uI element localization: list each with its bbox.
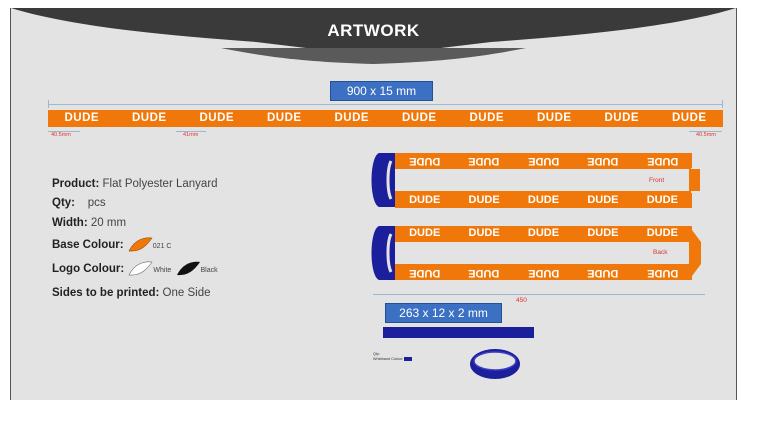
length-line (373, 294, 705, 295)
margin-note-right: 40.5mm (696, 132, 716, 138)
logo-print: DUDE (468, 155, 500, 167)
logo-print: DUDE (469, 112, 505, 124)
navy-swatch-icon (404, 357, 413, 361)
logo-print: DUDE (646, 267, 678, 279)
header-banner (11, 8, 736, 64)
margin-line-left (48, 131, 80, 132)
lanyard-strip: DUDE DUDE DUDE DUDE DUDE DUDE DUDE DUDE … (48, 110, 723, 127)
lanyard-dimension-callout: 900 x 15 mm (330, 81, 433, 101)
length-label: 450 (516, 297, 527, 304)
back-bottom-band: DUDE DUDE DUDE DUDE DUDE (395, 265, 692, 280)
logo-print: DUDE (536, 112, 572, 124)
spec-width: Width: 20 mm (52, 217, 127, 229)
orange-swatch-icon (128, 237, 153, 252)
wristband-qty-text: Qty: (373, 352, 380, 356)
logo-print: DUDE (587, 194, 619, 206)
logo-print: DUDE (604, 112, 640, 124)
logo-print: DUDE (527, 194, 560, 206)
artwork-sheet: ARTWORK 900 x 15 mm DUDE DUDE DUDE DUDE … (10, 8, 737, 400)
spec-product: Product: Flat Polyester Lanyard (52, 178, 218, 190)
logo-print: DUDE (334, 112, 370, 124)
logo-print: DUDE (409, 267, 441, 279)
logo-print: DUDE (646, 155, 678, 167)
front-bottom-band: DUDE DUDE DUDE DUDE DUDE (395, 193, 692, 208)
logo-print: DUDE (409, 155, 441, 167)
logo-print: DUDE (671, 112, 707, 124)
logo-print: DUDE (646, 227, 678, 239)
white-swatch-icon (128, 261, 153, 276)
front-label: Front (649, 177, 665, 184)
logo-print: DUDE (587, 227, 619, 239)
spec-base-colour: Base Colour: 021 C (52, 237, 171, 253)
back-label: Back (653, 249, 668, 256)
spacing-note: 41mm (183, 132, 199, 138)
spec-logo-colour: Logo Colour: White Black (52, 261, 218, 277)
spacing-line (176, 131, 206, 132)
spec-sides: Sides to be printed: One Side (52, 287, 211, 299)
logo-print: DUDE (468, 227, 500, 239)
wristband-colour-text: Wristband Colour: (373, 357, 413, 361)
logo-print: DUDE (468, 267, 500, 279)
logo-print: DUDE (527, 227, 560, 239)
logo-print: DUDE (527, 267, 560, 279)
logo-print: DUDE (401, 112, 437, 124)
lanyard-dimension-line (48, 104, 723, 105)
logo-print: DUDE (527, 155, 560, 167)
page-title: ARTWORK (327, 21, 420, 40)
dimension-tick-right (722, 100, 723, 108)
black-swatch-icon (176, 261, 200, 276)
spec-qty: Qty: pcs (52, 197, 106, 209)
back-top-band: DUDE DUDE DUDE DUDE DUDE (395, 226, 692, 241)
logo-print: DUDE (199, 112, 235, 124)
margin-line-right (689, 131, 722, 132)
dimension-tick-left (48, 100, 49, 108)
wristband-flat-bar (383, 327, 534, 338)
front-top-band: DUDE DUDE DUDE DUDE DUDE (395, 153, 692, 168)
logo-print: DUDE (64, 112, 100, 124)
margin-note-left: 40.5mm (51, 132, 71, 138)
logo-print: DUDE (131, 112, 167, 124)
logo-print: DUDE (266, 112, 302, 124)
wristband-ring-mockup (470, 349, 520, 379)
logo-print: DUDE (409, 194, 441, 206)
logo-print: DUDE (587, 155, 619, 167)
wristband-dimension-callout: 263 x 12 x 2 mm (385, 303, 502, 323)
logo-print: DUDE (587, 267, 619, 279)
logo-print: DUDE (409, 227, 441, 239)
logo-print: DUDE (646, 194, 678, 206)
logo-print: DUDE (468, 194, 500, 206)
